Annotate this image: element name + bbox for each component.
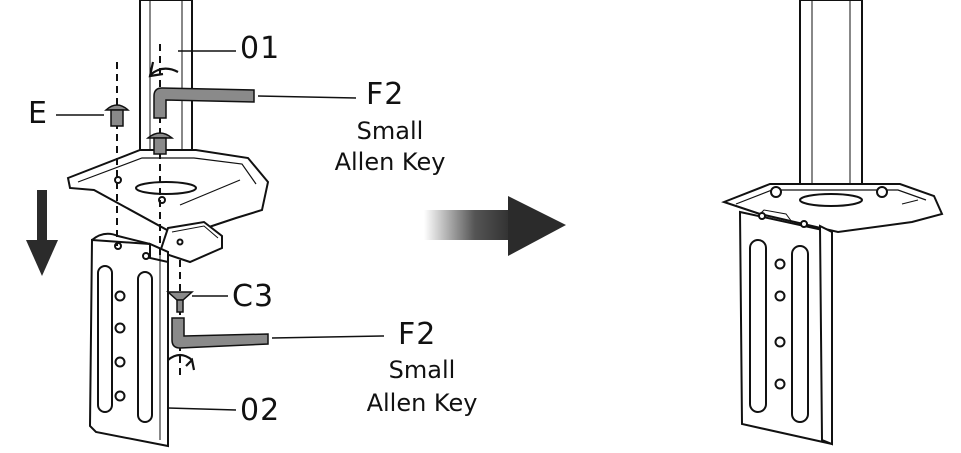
part-label-01: 01 — [240, 31, 281, 66]
clamp-plate — [158, 220, 223, 264]
part-label-e: E — [28, 96, 48, 131]
part-label-02: 02 — [240, 393, 281, 428]
key-bottom-line1: Small — [388, 356, 456, 384]
key-top-code: F2 — [366, 77, 405, 112]
part-label-c3: C3 — [232, 279, 275, 314]
key-bottom-line2: Allen Key — [366, 389, 478, 417]
assembled-bracket — [738, 210, 833, 446]
allen-key-icon — [153, 87, 269, 349]
screw-icon — [166, 291, 194, 313]
key-top-line1: Small — [356, 117, 424, 145]
key-top-line2: Allen Key — [334, 148, 446, 176]
leader-lines — [56, 50, 385, 411]
bracket-02 — [88, 232, 169, 448]
top-plate — [66, 149, 270, 238]
rotate-arrow-icon — [148, 61, 196, 371]
down-arrow-icon — [26, 190, 58, 276]
right-arrow-icon — [424, 196, 566, 256]
key-bottom-code: F2 — [398, 317, 437, 352]
assembled-plate — [721, 183, 944, 234]
bolt-icon — [104, 104, 175, 155]
assembled-pole — [799, 0, 863, 201]
